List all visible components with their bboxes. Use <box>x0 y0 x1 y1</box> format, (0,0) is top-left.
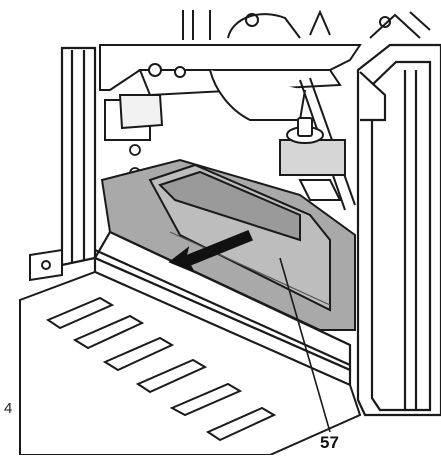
callout-leader-line <box>279 257 331 433</box>
left-frame-column <box>60 46 97 267</box>
corner-mark: 4 <box>4 400 13 417</box>
base-table <box>19 270 362 456</box>
right-frame-column <box>356 43 441 417</box>
callout-label-57: 57 <box>320 433 339 452</box>
left-base-detail <box>29 248 63 282</box>
adjuster-knob <box>279 117 346 201</box>
bolt-icon <box>129 144 141 156</box>
arrow-left-down-icon <box>168 230 254 274</box>
upper-mechanism <box>182 9 431 40</box>
head-assembly <box>99 44 362 211</box>
